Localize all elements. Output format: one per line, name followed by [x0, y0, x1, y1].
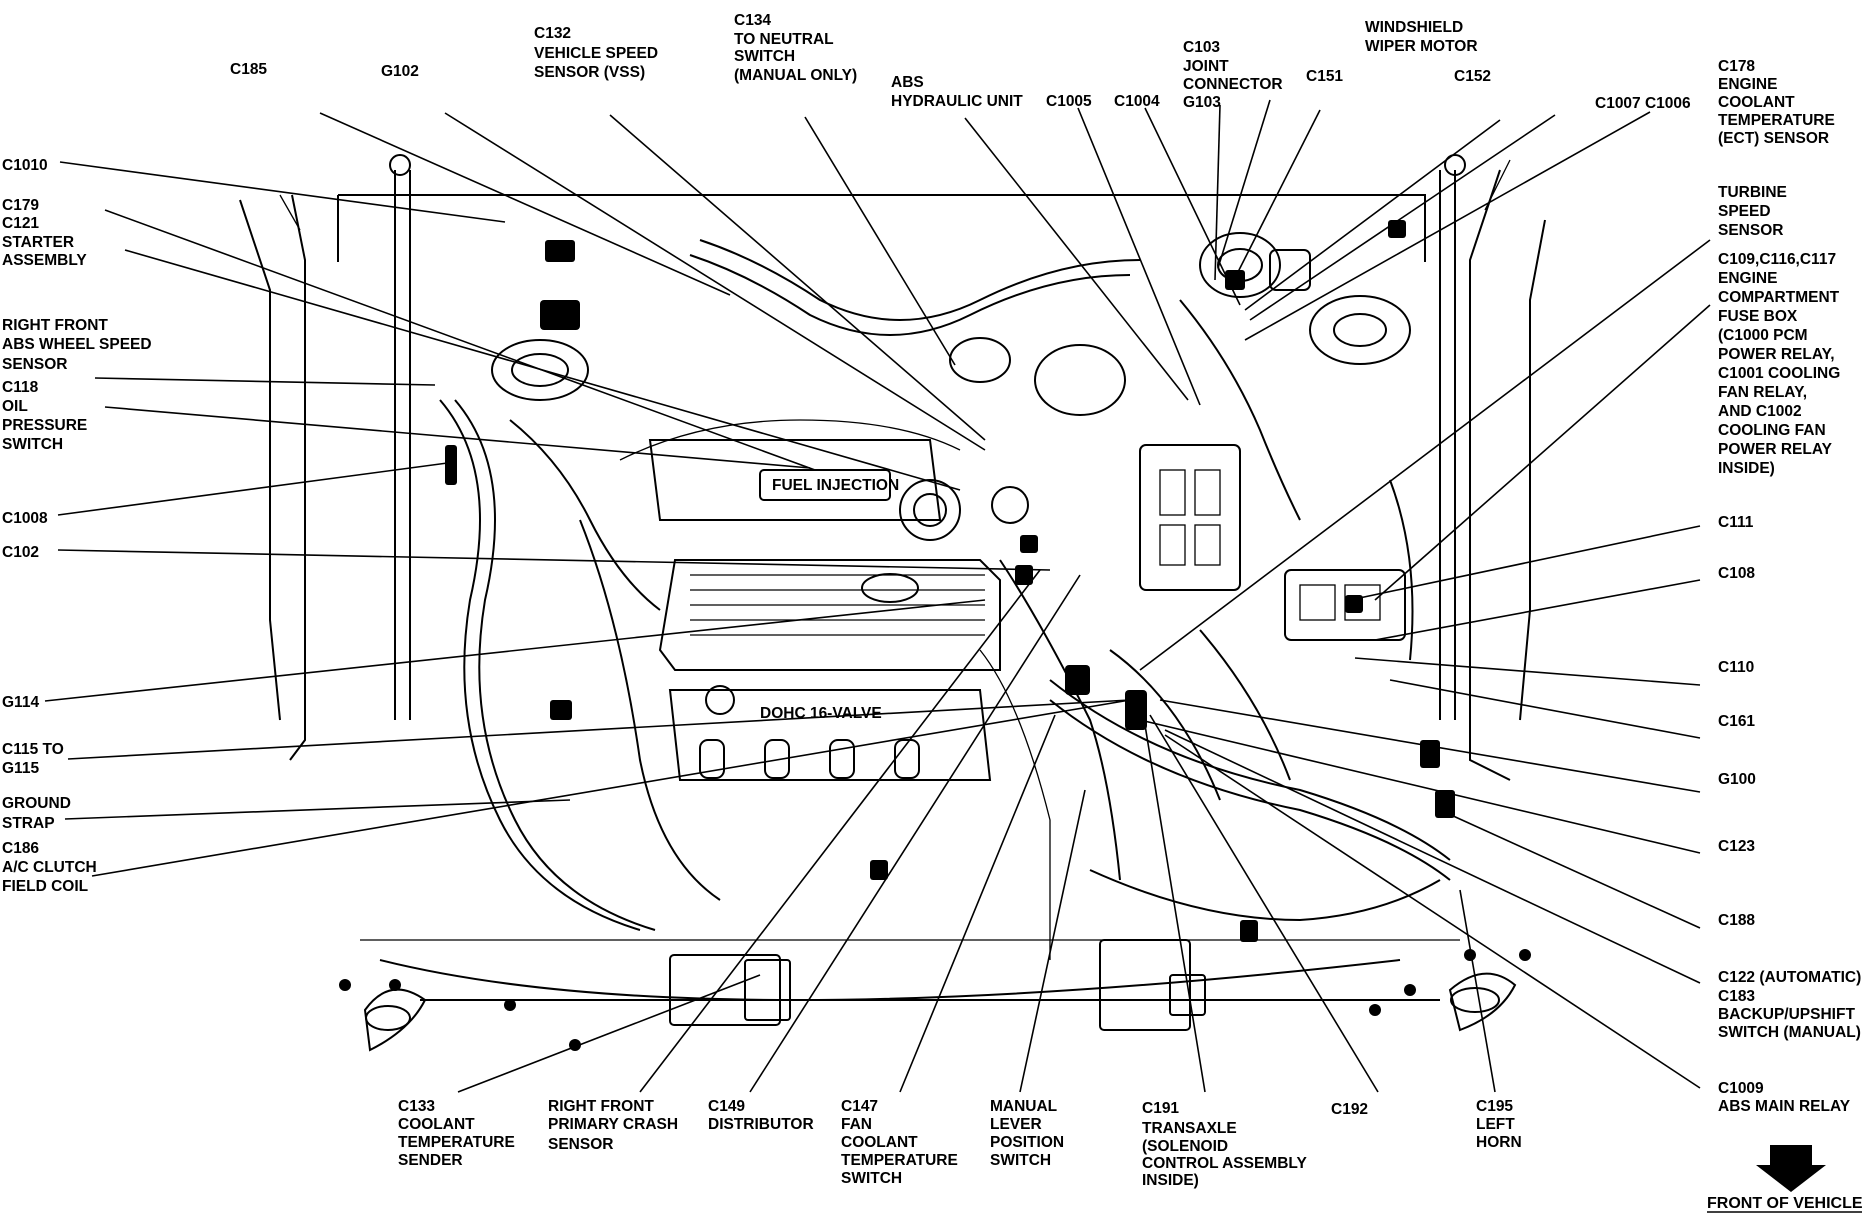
label-c178: C178 ENGINE COOLANT TEMPERATURE (ECT) SE…	[1718, 58, 1839, 147]
engine-compartment-drawing: DOHC 16-VALVE FUEL INJECTION	[239, 154, 1546, 1052]
label-abs-hydraulic-unit: ABS HYDRAULIC UNIT	[891, 74, 1023, 110]
label-c108: C108	[1718, 565, 1755, 582]
down-arrow-icon	[1756, 1145, 1826, 1192]
label-c191: C191 TRANSAXLE (SOLENOID CONTROL ASSEMBL…	[1142, 1100, 1311, 1189]
label-c179: C179 C121 STARTER ASSEMBLY	[2, 197, 87, 269]
label-c103: C103 JOINT CONNECTOR G103	[1183, 39, 1287, 111]
label-c185: C185	[230, 61, 267, 78]
label-c1010: C1010	[2, 157, 48, 174]
label-windshield-wiper-motor: WINDSHIELD WIPER MOTOR	[1365, 19, 1478, 55]
label-c192: C192	[1331, 1101, 1368, 1118]
label-c118: C118 OIL PRESSURE SWITCH	[2, 379, 92, 453]
label-c123: C123	[1718, 838, 1755, 855]
label-c1005: C1005	[1046, 93, 1092, 110]
leader-lines	[44, 99, 1711, 1093]
valve-cover-text: DOHC 16-VALVE	[760, 705, 882, 722]
label-c186: C186 A/C CLUTCH FIELD COIL	[2, 840, 101, 895]
label-c111: C111	[1718, 514, 1754, 531]
label-c147: C147 FAN COOLANT TEMPERATURE SWITCH	[841, 1098, 962, 1187]
label-turbine-speed-sensor: TURBINE SPEED SENSOR	[1718, 184, 1791, 239]
label-c152: C152	[1454, 68, 1491, 85]
label-c1008: C1008	[2, 510, 48, 527]
label-g102: G102	[381, 63, 419, 80]
front-of-vehicle-indicator: FRONT OF VEHICLE	[1707, 1145, 1863, 1213]
label-c122: C122 (AUTOMATIC) C183 BACKUP/UPSHIFT SWI…	[1718, 969, 1864, 1041]
label-c188: C188	[1718, 912, 1755, 929]
label-c1007-c1006: C1007 C1006	[1595, 95, 1691, 112]
label-right-front-primary-crash-sensor: RIGHT FRONT PRIMARY CRASH SENSOR	[548, 1098, 682, 1153]
label-c110: C110	[1718, 659, 1754, 676]
label-engine-compartment-fuse-box: C109,C116,C117 ENGINE COMPARTMENT FUSE B…	[1718, 251, 1845, 477]
label-c115: C115 TO G115	[2, 741, 68, 777]
label-c151: C151	[1306, 68, 1343, 85]
label-ground-strap: GROUND STRAP	[2, 795, 75, 832]
label-c102: C102	[2, 544, 39, 561]
label-c1009: C1009 ABS MAIN RELAY	[1718, 1080, 1851, 1115]
label-c133: C133 COOLANT TEMPERATURE SENDER	[398, 1098, 519, 1169]
label-c132: C132 VEHICLE SPEED SENSOR (VSS)	[534, 25, 662, 81]
label-c195: C195 LEFT HORN	[1476, 1098, 1522, 1151]
label-c134: C134 TO NEUTRAL SWITCH (MANUAL ONLY)	[734, 12, 857, 84]
callout-labels: C185 G102 C132 VEHICLE SPEED SENSOR (VSS…	[2, 12, 1864, 1189]
label-c1004: C1004	[1114, 93, 1160, 110]
label-right-front-abs-wheel-speed-sensor: RIGHT FRONT ABS WHEEL SPEED SENSOR	[2, 317, 156, 373]
front-of-vehicle-label: FRONT OF VEHICLE	[1707, 1195, 1863, 1212]
fuel-injection-text: FUEL INJECTION	[772, 477, 899, 494]
label-manual-lever-position-switch: MANUAL LEVER POSITION SWITCH	[990, 1098, 1068, 1169]
label-c149-distributor: C149 DISTRIBUTOR	[708, 1098, 814, 1133]
label-c161: C161	[1718, 713, 1755, 730]
label-g100: G100	[1718, 771, 1756, 788]
label-g114: G114	[2, 694, 39, 711]
